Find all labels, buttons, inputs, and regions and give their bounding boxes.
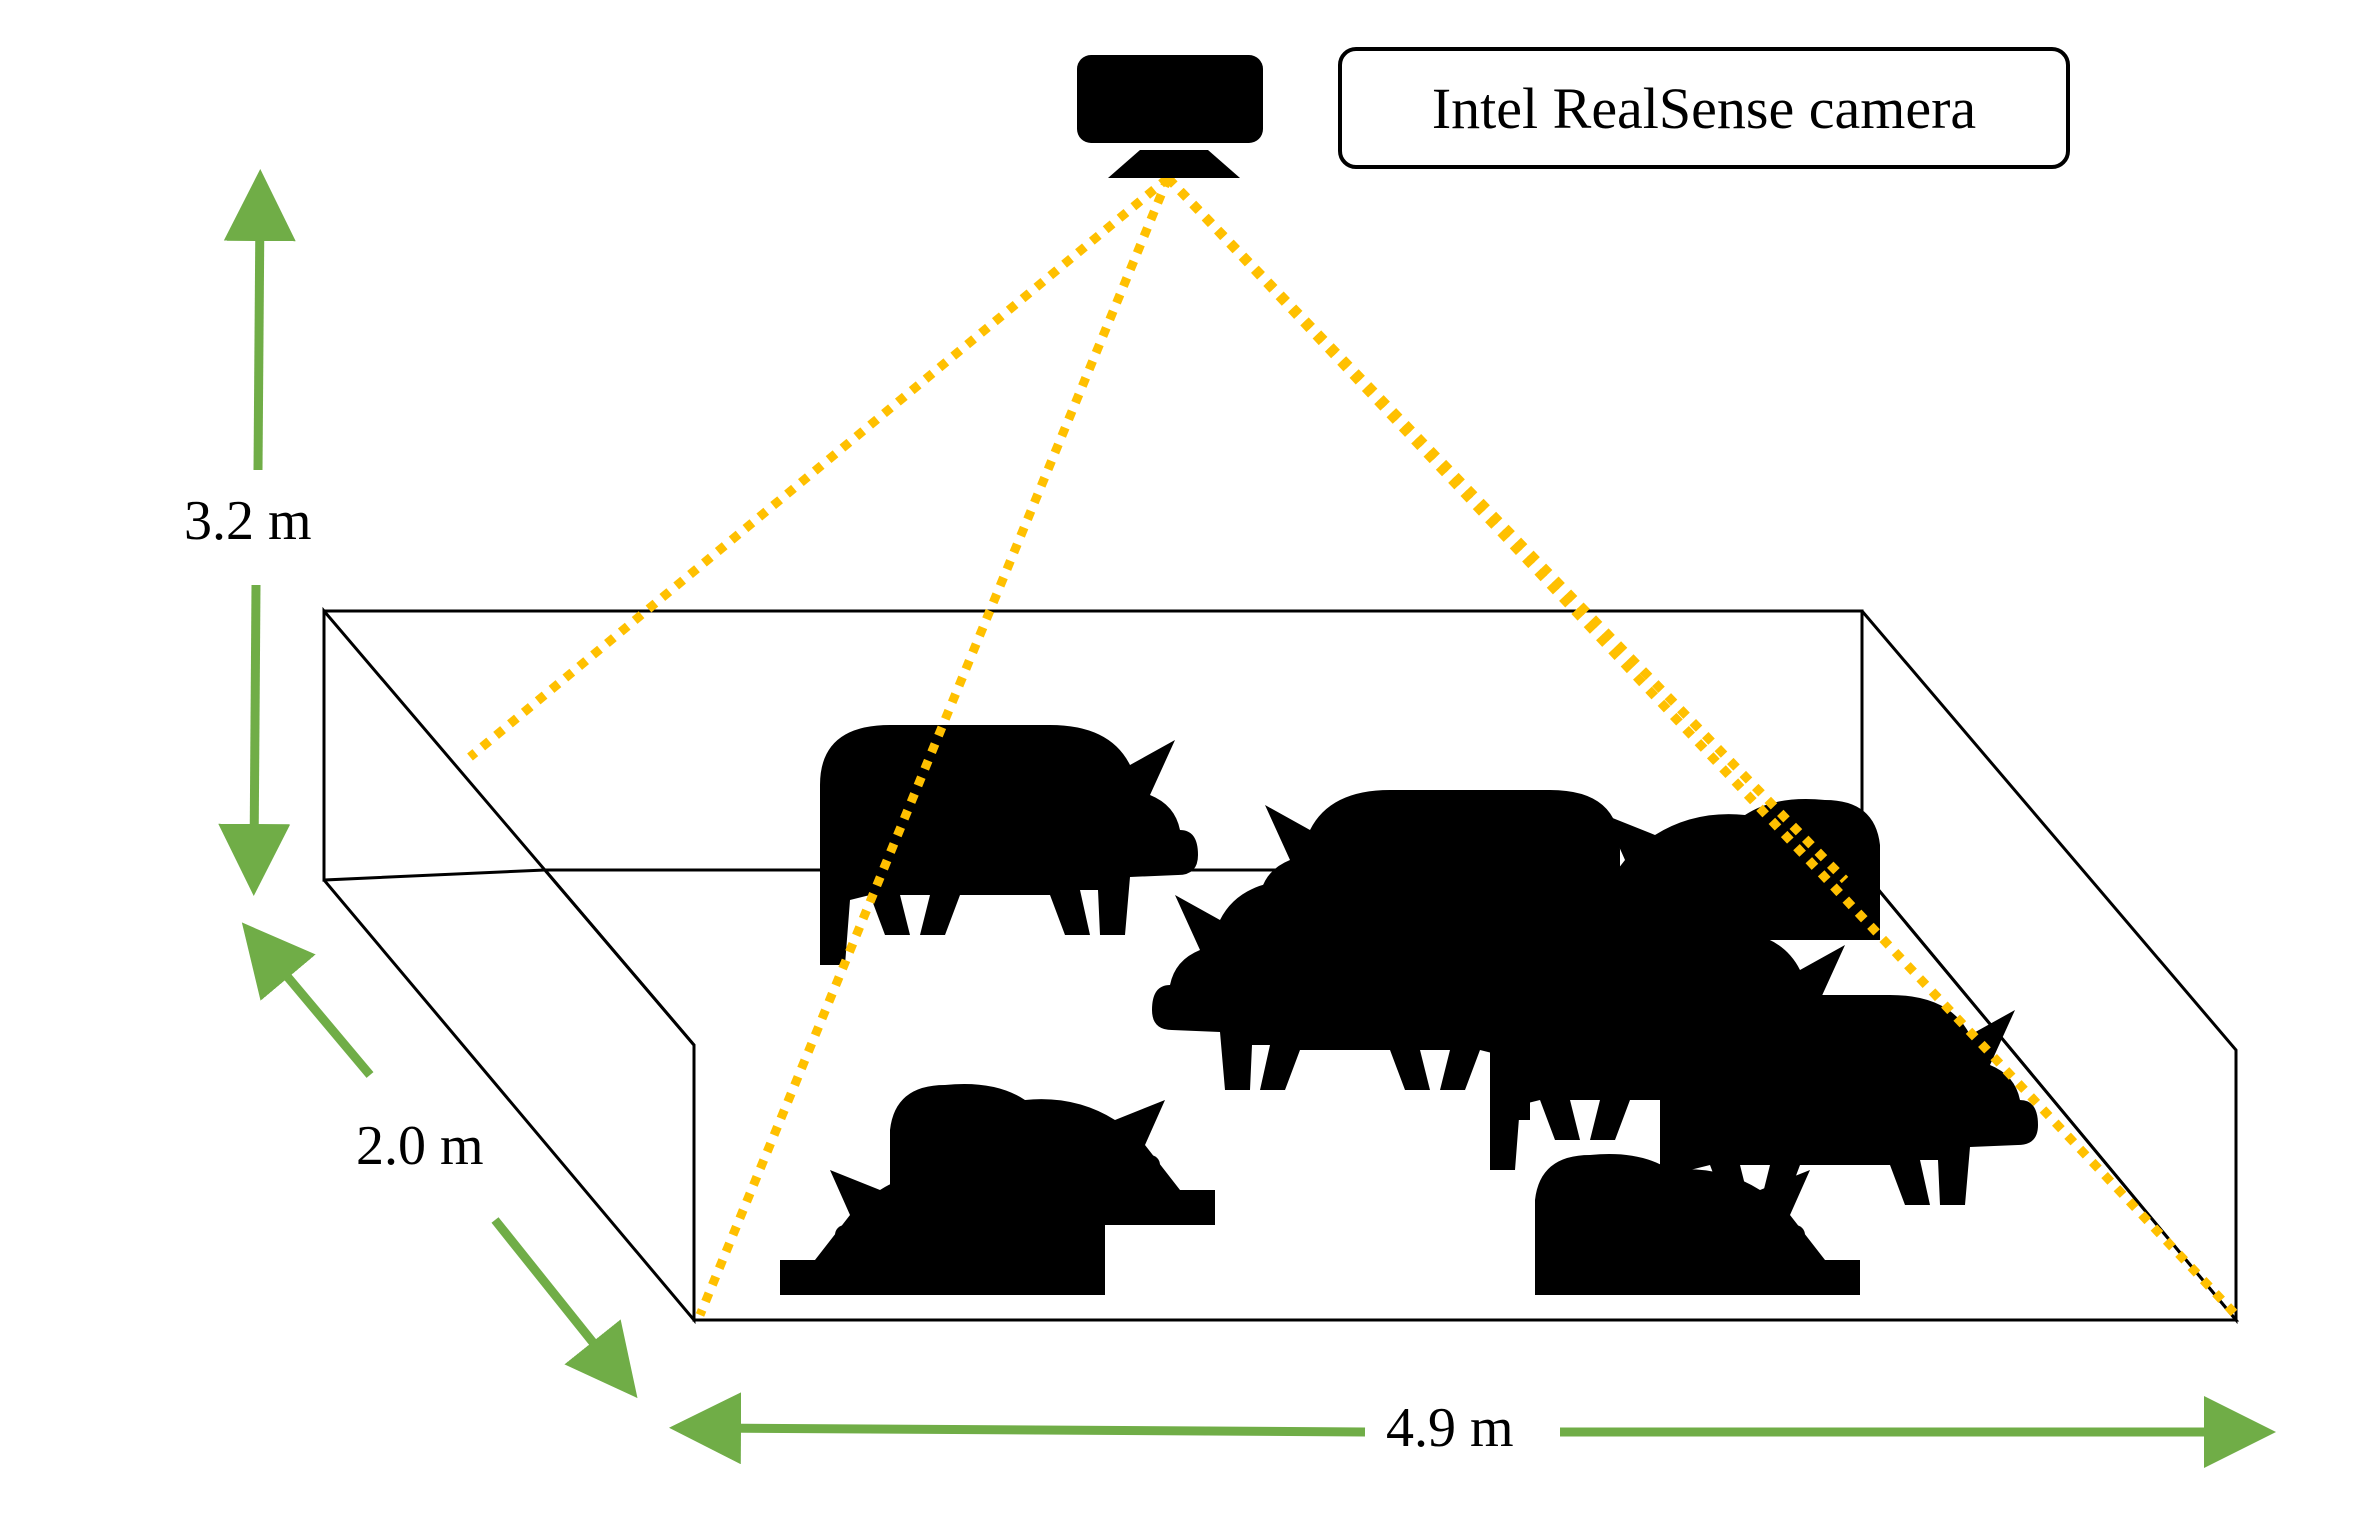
width-dimension-label: 4.9 m	[1380, 1400, 1520, 1456]
width-arrow-left	[669, 1392, 1366, 1465]
depth-arrow-up	[241, 922, 374, 1078]
fov-line-front-right	[1164, 174, 2240, 1319]
pigs-group	[780, 725, 2038, 1295]
fov-line-back-left	[467, 174, 1171, 761]
pig-icon	[780, 1154, 1105, 1295]
pig-icon	[1152, 880, 1530, 1120]
height-arrow-down	[218, 584, 291, 896]
height-arrow-up	[223, 169, 296, 471]
pen-right-wall	[1860, 610, 2238, 1325]
camera-icon	[1077, 55, 1263, 178]
camera-label: Intel RealSense camera	[1338, 47, 2070, 169]
depth-arrow-down	[491, 1217, 638, 1399]
field-of-view	[467, 174, 2240, 1319]
fov-line-front-left	[695, 176, 1173, 1317]
pig-icon	[1535, 1154, 1860, 1295]
depth-dimension-label: 2.0 m	[350, 1118, 490, 1174]
pen-floor	[541, 868, 2240, 1322]
dimension-arrows	[218, 169, 2276, 1468]
pig-icon	[820, 725, 1198, 965]
height-dimension-label: 3.2 m	[178, 493, 318, 549]
